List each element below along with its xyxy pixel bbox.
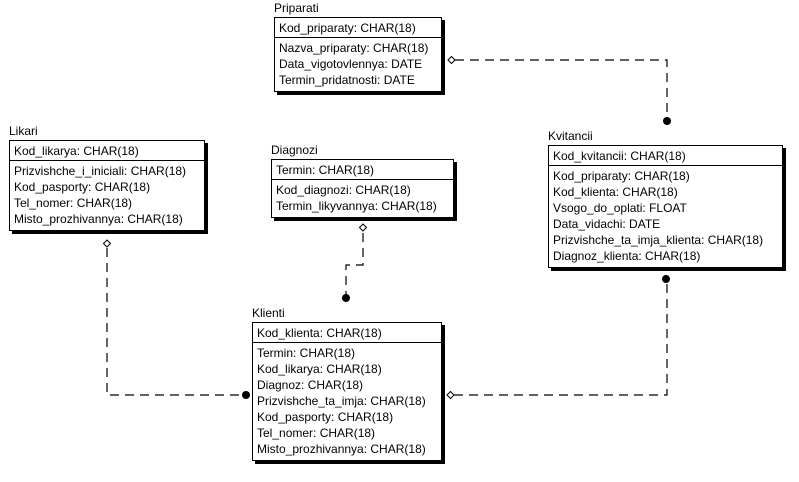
key-section-klienti: Kod_klienta: CHAR(18) — [253, 323, 441, 343]
diamond-end-diagnozi — [358, 223, 368, 232]
attribute: Nazva_priparaty: CHAR(18) — [279, 41, 429, 55]
key-attribute: Kod_kvitancii: CHAR(18) — [553, 149, 686, 163]
relationship-diagnozi-klienti — [342, 223, 368, 302]
entity-box-klienti: Kod_klienta: CHAR(18) Termin: CHAR(18) K… — [252, 322, 442, 461]
attribute-section-priparati: Nazva_priparaty: CHAR(18) Data_vigotovle… — [275, 38, 441, 91]
key-attribute: Kod_likarya: CHAR(18) — [14, 144, 139, 158]
attribute: Diagnoz: CHAR(18) — [257, 378, 364, 392]
diamond-end-priparati — [447, 55, 456, 65]
dot-end-klienti-from-likari — [242, 391, 250, 399]
dot-end-kvitancii-from-klienti — [662, 275, 670, 283]
attribute: Termin_pridatnosti: DATE — [279, 73, 415, 87]
attribute: Kod_pasporty: CHAR(18) — [14, 180, 151, 194]
entity-box-kvitancii: Kod_kvitancii: CHAR(18) Kod_priparaty: C… — [548, 145, 783, 268]
key-section-likari: Kod_likarya: CHAR(18) — [10, 141, 204, 161]
relationship-likari-klienti — [102, 239, 250, 399]
attribute: Kod_pasporty: CHAR(18) — [257, 410, 394, 424]
entity-name-priparati: Priparati — [274, 1, 319, 15]
attribute: Tel_nomer: CHAR(18) — [257, 426, 376, 440]
attribute: Prizvishche_ta_imja: CHAR(18) — [257, 394, 426, 408]
dot-end-klienti-from-diagnozi — [342, 294, 350, 302]
attribute: Tel_nomer: CHAR(18) — [14, 196, 133, 210]
entity-name-kvitancii: Kvitancii — [548, 129, 593, 143]
entity-name-likari: Likari — [9, 124, 38, 138]
key-section-kvitancii: Kod_kvitancii: CHAR(18) — [549, 146, 782, 166]
attribute: Prizvishche_ta_imja_klienta: CHAR(18) — [553, 233, 764, 247]
attribute: Kod_klienta: CHAR(18) — [553, 185, 678, 199]
relationship-priparati-kvitancii — [447, 55, 671, 125]
attribute-section-likari: Prizvishche_i_iniciali: CHAR(18) Kod_pas… — [10, 161, 204, 230]
key-attribute: Kod_klienta: CHAR(18) — [257, 326, 382, 340]
attribute: Misto_prozhivannya: CHAR(18) — [257, 442, 426, 456]
attribute: Termin: CHAR(18) — [257, 346, 356, 360]
attribute-section-klienti: Termin: CHAR(18) Kod_likarya: CHAR(18) D… — [253, 343, 441, 460]
dot-end-kvitancii — [663, 117, 671, 125]
attribute: Diagnoz_klienta: CHAR(18) — [553, 249, 701, 263]
key-attribute: Kod_priparaty: CHAR(18) — [279, 21, 416, 35]
diamond-end-klienti — [446, 390, 455, 400]
attribute: Data_vidachi: DATE — [553, 217, 661, 231]
attribute-section-kvitancii: Kod_priparaty: CHAR(18) Kod_klienta: CHA… — [549, 166, 782, 267]
attribute: Prizvishche_i_iniciali: CHAR(18) — [14, 164, 187, 178]
relationship-klienti-kvitancii — [446, 275, 670, 400]
key-section-priparati: Kod_priparaty: CHAR(18) — [275, 18, 441, 38]
attribute: Misto_prozhivannya: CHAR(18) — [14, 212, 183, 226]
entity-box-likari: Kod_likarya: CHAR(18) Prizvishche_i_inic… — [9, 140, 205, 231]
diamond-end-likari — [102, 239, 112, 248]
key-attribute: Termin: CHAR(18) — [276, 163, 375, 177]
attribute-section-diagnozi: Kod_diagnozi: CHAR(18) Termin_likyvannya… — [272, 180, 453, 217]
entity-name-klienti: Klienti — [252, 306, 285, 320]
attribute: Data_vigotovlennya: DATE — [279, 57, 423, 71]
entity-box-priparati: Kod_priparaty: CHAR(18) Nazva_priparaty:… — [274, 17, 442, 92]
key-section-diagnozi: Termin: CHAR(18) — [272, 160, 453, 180]
attribute: Kod_likarya: CHAR(18) — [257, 362, 382, 376]
entity-box-diagnozi: Termin: CHAR(18) Kod_diagnozi: CHAR(18) … — [271, 159, 454, 218]
entity-name-diagnozi: Diagnozi — [271, 143, 318, 157]
attribute: Termin_likyvannya: CHAR(18) — [276, 199, 437, 213]
attribute: Vsogo_do_oplati: FLOAT — [553, 201, 687, 215]
attribute: Kod_priparaty: CHAR(18) — [553, 169, 690, 183]
attribute: Kod_diagnozi: CHAR(18) — [276, 183, 411, 197]
